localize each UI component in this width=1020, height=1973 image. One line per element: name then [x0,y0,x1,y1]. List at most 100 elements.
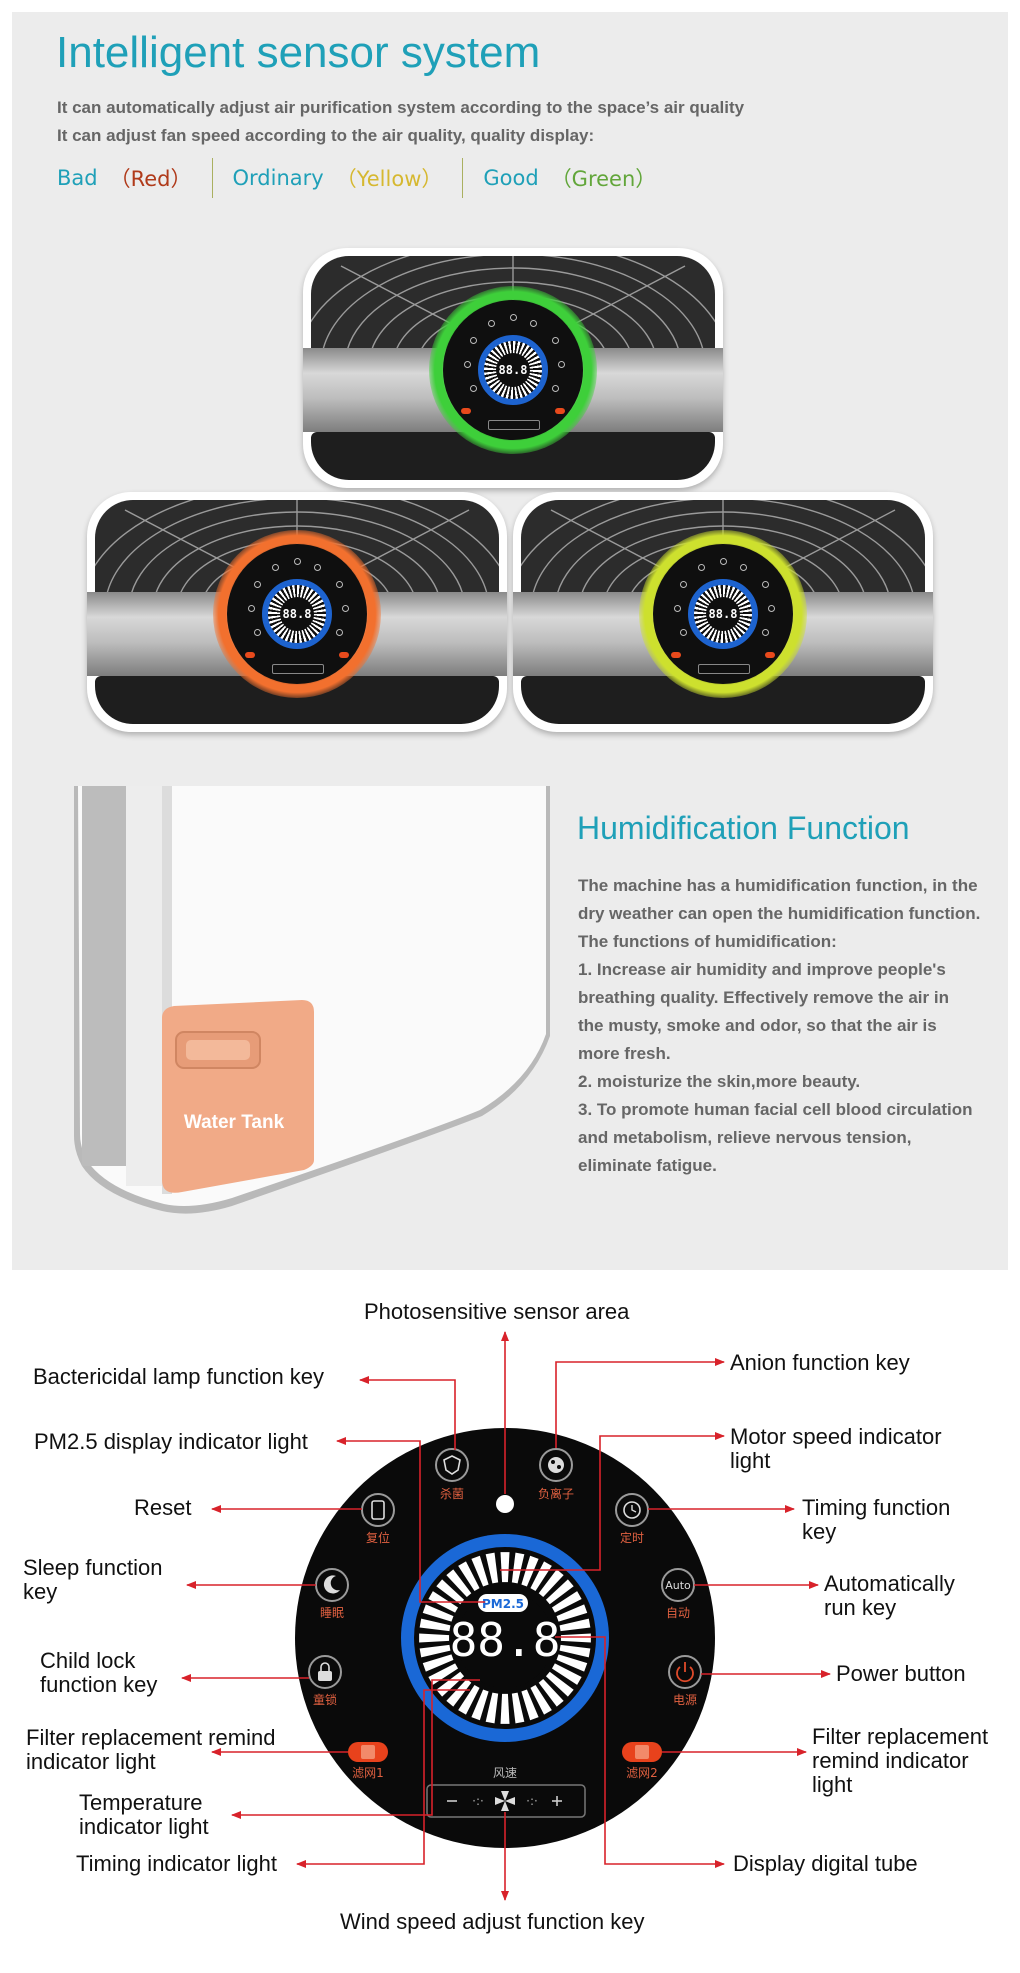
unit-filter-light [245,652,255,658]
unit-key [680,581,687,588]
timer-key[interactable]: 定时 [615,1493,649,1545]
water-tank-illustration: Water Tank [74,786,550,1214]
speed-segment [419,1633,450,1643]
speed-segment [471,1555,489,1587]
label-temp-2: indicator light [79,1814,209,1839]
speed-segment [485,1692,499,1724]
speed-segment [560,1633,591,1643]
speed-segment [419,1644,451,1658]
humidification-line: 2. moisturize the skin,more beauty. [578,1072,861,1091]
photosensitive-sensor [496,1495,514,1513]
shield-icon [443,1455,461,1475]
reset-icon [371,1500,385,1520]
speed-segment [559,1644,591,1658]
unit-wind-slider [272,664,324,674]
svg-text:·:·: ·:· [526,1794,538,1808]
humidification-line: eliminate fatigue. [578,1156,717,1175]
unit-key [740,564,747,571]
unit-indicator-ring: 88.8 [688,579,758,649]
unit-key [768,605,775,612]
power-key[interactable]: 电源 [668,1655,702,1707]
speed-segment [471,1689,489,1721]
unit-key [336,581,343,588]
auto-key-caption: 自动 [666,1606,690,1620]
unit-key [720,558,727,565]
sensor-description-line-1: It can automatically adjust air purifica… [57,98,745,117]
unit-filter-light [555,408,565,414]
purifier-body: 88.8 [87,492,507,732]
label-timing-2: key [802,1519,837,1544]
label-photosensitive: Photosensitive sensor area [364,1299,630,1324]
unit-key [674,605,681,612]
legend-divider [211,158,213,198]
quality-bad-color: （Red） [109,167,192,191]
purifier-body: 88.8 [303,248,723,488]
humidification-section: Water Tank [12,786,1008,1270]
wind-speed-slider[interactable]: ·:· ·:· [426,1784,586,1818]
label-temp-1: Temperature [79,1790,203,1815]
clock-icon [623,1501,641,1519]
speed-segment [530,1684,552,1715]
label-anion: Anion function key [730,1350,910,1375]
speed-segment [551,1663,582,1685]
sensor-description-line-2: It can adjust fan speed according to the… [57,126,595,145]
humidification-line: 1. Increase air humidity and improve peo… [578,960,946,979]
power-icon [676,1666,694,1683]
sensor-title: Intelligent sensor system [56,28,541,77]
label-wind-speed: Wind speed adjust function key [340,1909,645,1934]
moon-icon [323,1575,340,1594]
label-filter-right-1: Filter replacement [812,1724,989,1749]
speed-segment [545,1671,574,1697]
unit-key [552,385,559,392]
speed-segment [500,1693,510,1724]
unit-key [336,629,343,636]
unit-key [762,581,769,588]
humidification-title: Humidification Function [577,810,910,846]
child-lock-key[interactable]: 童锁 [308,1655,342,1707]
speed-segment [545,1579,574,1605]
unit-key [254,581,261,588]
label-filter-right-3: light [812,1772,853,1797]
humidification-line: the musty, smoke and odor, so that the a… [578,1016,937,1035]
speed-segment [419,1618,451,1632]
speed-segment [556,1604,588,1622]
digital-display: 88.8 [450,1613,561,1667]
timer-key-caption: 定时 [620,1530,644,1545]
unit-key [558,361,565,368]
label-timing-1: Timing function [802,1495,951,1520]
reset-key[interactable]: 复位 [361,1493,395,1545]
sleep-key[interactable]: 睡眠 [315,1568,349,1620]
quality-ordinary-label: Ordinary [232,166,324,190]
auto-key[interactable]: Auto 自动 [661,1568,695,1620]
unit-key [342,605,349,612]
anion-icon [548,1457,564,1473]
unit-display: 88.8 [282,607,312,621]
unit-wind-slider [698,664,750,674]
speed-segment [538,1678,564,1707]
purifier-yellow-unit: 88.8 [513,492,933,732]
unit-key [248,605,255,612]
svg-text:·:·: ·:· [472,1794,484,1808]
label-filter-right-2: remind indicator [812,1748,969,1773]
speed-segment [521,1555,539,1587]
speed-segment [446,1678,472,1707]
label-child-1: Child lock [40,1648,136,1673]
speed-segment [551,1591,582,1613]
sterilize-key[interactable]: 杀菌 [435,1448,469,1501]
lock-icon [318,1671,332,1681]
unit-key [314,564,321,571]
label-auto-1: Automatically [824,1571,955,1596]
speed-segment [458,1684,480,1715]
speed-segment [530,1561,552,1592]
unit-key [552,337,559,344]
anion-key[interactable]: 负离子 [538,1448,574,1501]
speed-segment [511,1552,525,1584]
speed-segment [556,1654,588,1672]
unit-key [698,564,705,571]
air-quality-legend: Bad （Red） Ordinary （Yellow） Good （Green） [57,156,676,200]
speed-segment [485,1552,499,1584]
child-lock-key-caption: 童锁 [313,1692,337,1707]
label-auto-2: run key [824,1595,897,1620]
label-motor-2: light [730,1448,771,1473]
humidification-line: The functions of humidification: [578,932,837,951]
